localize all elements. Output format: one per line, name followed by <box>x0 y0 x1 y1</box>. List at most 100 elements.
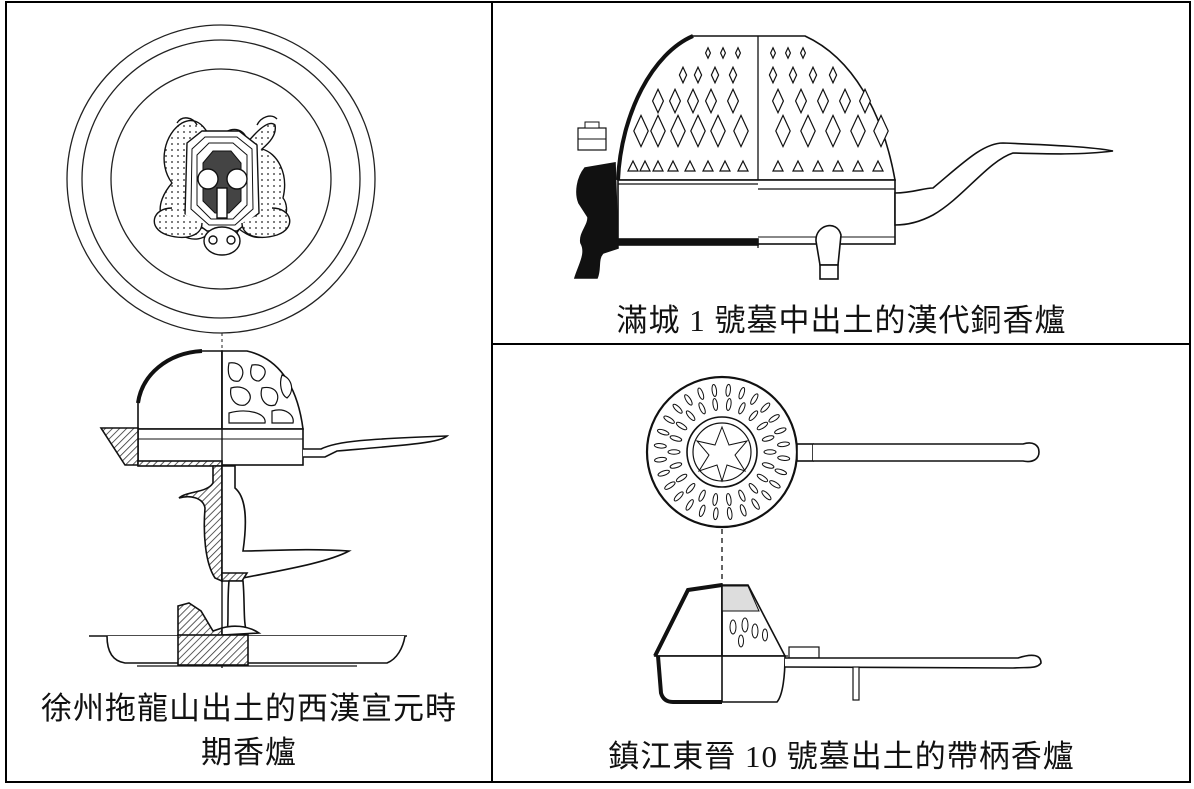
petal-slot <box>760 402 771 413</box>
lattice-triangle <box>652 159 664 172</box>
mancheng-censer-illustration <box>573 34 1114 280</box>
petal-slot <box>675 421 688 431</box>
petal-slot <box>673 491 684 502</box>
petal-slot <box>684 394 693 406</box>
petal-slot <box>769 480 781 489</box>
lattice-diamond <box>788 65 798 85</box>
petal-slot <box>656 428 670 436</box>
petal-slot <box>738 402 746 415</box>
petal-slot <box>713 507 719 521</box>
petal-slot <box>777 455 791 461</box>
lattice-diamond <box>825 113 841 149</box>
lattice-triangle <box>872 159 884 172</box>
lattice-triangle <box>639 159 651 172</box>
lattice-diamond <box>808 65 818 85</box>
lattice-diamond <box>828 65 838 85</box>
petal-slot <box>763 449 777 455</box>
lattice-diamond <box>775 113 791 149</box>
lattice-triangle <box>772 159 784 172</box>
lattice-triangle <box>792 159 804 172</box>
petal-slot <box>698 504 706 518</box>
petal-slot <box>667 449 681 455</box>
petal-slot <box>750 393 759 405</box>
lattice-diamond <box>670 113 686 149</box>
petal-slot <box>739 504 747 517</box>
lattice-diamond <box>838 87 852 115</box>
zhenjiang-censer-illustration <box>645 375 1042 704</box>
petal-slot <box>726 507 733 520</box>
lattice-diamond <box>734 46 742 60</box>
lattice-diamond <box>686 87 700 115</box>
dome-lattice-openings <box>627 46 889 172</box>
caption-mancheng: 滿城 1 號墓中出土的漢代銅香爐 <box>616 303 1067 338</box>
top-view-plan <box>645 375 1040 529</box>
lattice-triangle <box>832 159 844 172</box>
petal-slot <box>777 441 790 448</box>
lattice-diamond <box>873 113 889 149</box>
lattice-diamond <box>678 65 688 85</box>
caption-xuzhou-line2: 期香爐 <box>201 735 297 770</box>
petal-slot <box>663 415 675 424</box>
petal-slot <box>738 489 746 502</box>
petal-slot <box>774 468 788 476</box>
petal-slot <box>756 473 769 483</box>
petal-slot <box>711 384 718 397</box>
side-elevation-view <box>573 34 1114 280</box>
section-elevation-view <box>653 583 1042 704</box>
petal-slot <box>657 469 670 477</box>
lattice-diamond <box>728 65 738 85</box>
petal-slot <box>698 489 706 502</box>
petal-slot <box>761 435 775 442</box>
petal-slot <box>725 398 732 411</box>
lattice-diamond <box>710 65 720 85</box>
petal-slot <box>751 498 760 510</box>
petal-slot <box>748 410 759 421</box>
lattice-diamond <box>800 113 816 149</box>
lattice-diamond <box>650 113 666 149</box>
petal-slot <box>698 402 706 415</box>
caption-xuzhou: 徐州拖龍山出土的西漢宣元時 期香爐 <box>7 687 491 775</box>
petal-slot <box>675 473 688 483</box>
lattice-diamond <box>693 65 703 85</box>
petal-slot <box>725 493 732 506</box>
petal-slot <box>685 410 696 421</box>
lattice-triangle <box>667 159 679 172</box>
petal-slot <box>725 383 731 397</box>
section-elevation-view <box>89 349 450 668</box>
lattice-triangle <box>702 159 714 172</box>
petal-slot <box>653 443 667 449</box>
lattice-diamond <box>768 65 778 85</box>
petal-slot <box>685 499 694 511</box>
petal-slot <box>712 398 719 411</box>
petal-slot <box>761 462 775 469</box>
lattice-diamond <box>633 113 649 149</box>
petal-slot <box>697 387 705 400</box>
top-view-plate <box>66 24 376 334</box>
lattice-diamond <box>771 87 785 115</box>
petal-slot <box>712 493 719 506</box>
lattice-diamond <box>726 87 740 115</box>
lattice-diamond <box>704 46 712 60</box>
lattice-triangle <box>684 159 696 172</box>
caption-xuzhou-line1: 徐州拖龍山出土的西漢宣元時 <box>41 691 457 726</box>
lattice-diamond <box>816 87 830 115</box>
xuzhou-censer-illustration <box>66 24 450 668</box>
lattice-triangle <box>627 159 639 172</box>
table-column-divider <box>491 1 493 783</box>
lattice-diamond <box>850 113 866 149</box>
lattice-diamond <box>733 113 749 149</box>
petal-slot <box>738 386 746 400</box>
lattice-diamond <box>784 46 792 60</box>
petal-slot <box>669 462 683 469</box>
lattice-diamond <box>710 113 726 149</box>
cell-mancheng: 滿城 1 號墓中出土的漢代銅香爐 <box>493 3 1190 343</box>
lattice-diamond <box>769 46 777 60</box>
lattice-diamond <box>719 46 727 60</box>
lattice-diamond <box>668 87 682 115</box>
petal-slot <box>685 483 696 494</box>
lattice-triangle <box>737 159 749 172</box>
petal-slot <box>669 435 683 442</box>
petal-slot <box>768 414 780 423</box>
petal-slot <box>748 483 759 494</box>
lid-ornament-dragon-mask <box>153 115 291 256</box>
